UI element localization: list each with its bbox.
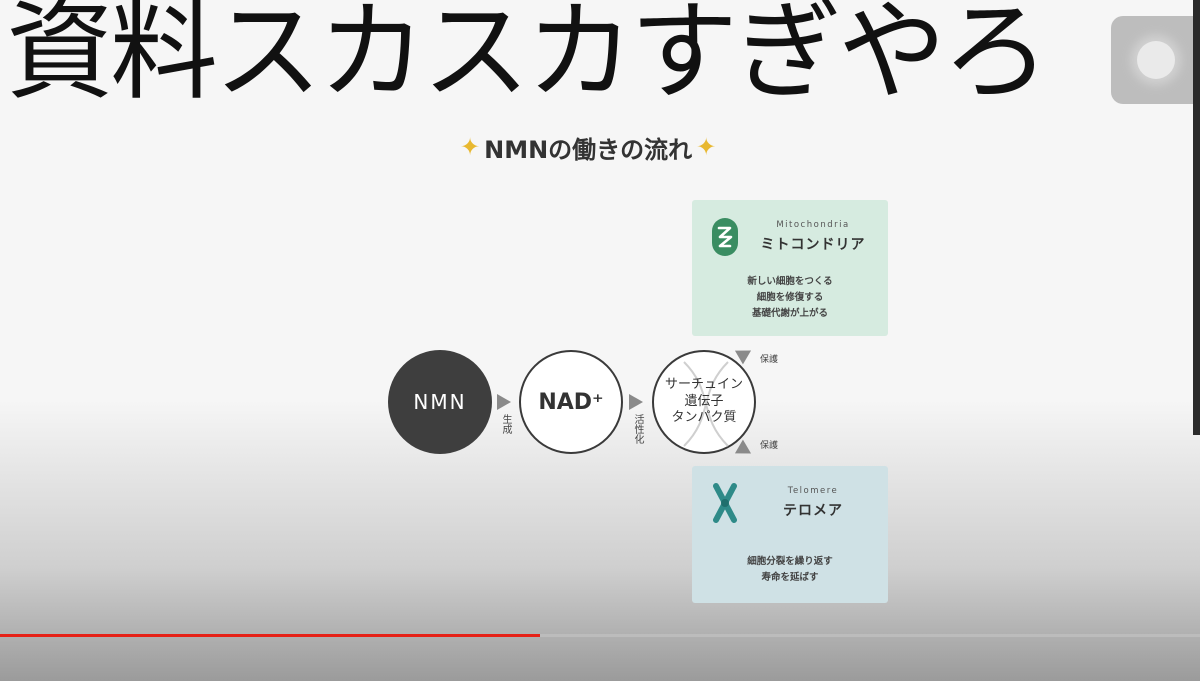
mitochondria-jp: ミトコンドリア: [760, 237, 866, 253]
telomere-description: 細胞分裂を繰り返す 寿命を延ばす: [692, 554, 888, 586]
protect-label-bottom: 保護: [760, 441, 779, 451]
progress-remaining[interactable]: [540, 634, 1200, 637]
slide-title-text: NMNの働きの流れ: [484, 135, 693, 164]
telomere-line: 寿命を延ばす: [761, 572, 819, 584]
edge-bar: [1193, 0, 1200, 435]
video-caption: 資料スカスカすぎやろ: [6, 0, 1050, 115]
progress-played[interactable]: [0, 634, 540, 637]
telomere-card-header: Telomere テロメア: [692, 478, 888, 528]
telomere-en: Telomere: [787, 486, 839, 496]
slide-title: ✦ NMNの働きの流れ ✦: [460, 128, 716, 166]
sirtuin-line-3: タンパク質: [671, 410, 737, 426]
mitochondria-card-header: Mitochondria ミトコンドリア: [692, 212, 888, 262]
mitochondria-icon: [712, 218, 738, 256]
mitochondria-description: 新しい細胞をつくる 細胞を修復する 基礎代謝が上がる: [692, 274, 888, 322]
circle-icon: [1137, 41, 1175, 79]
arrow-right-icon: [629, 394, 643, 410]
sirtuin-circle: サーチュイン 遺伝子 タンパク質: [652, 350, 756, 454]
mitochondria-line: 基礎代謝が上がる: [751, 308, 828, 320]
sparkle-icon: ✦: [696, 133, 717, 161]
mitochondria-card: Mitochondria ミトコンドリア 新しい細胞をつくる 細胞を修復する 基…: [692, 200, 888, 336]
dna-icon: [683, 361, 729, 447]
mitochondria-en: Mitochondria: [776, 220, 850, 230]
sirtuin-line-1: サーチュイン: [664, 376, 743, 392]
generate-label: 生成: [500, 414, 511, 434]
mitochondria-line: 細胞を修復する: [756, 292, 824, 304]
telomere-card: Telomere テロメア 細胞分裂を繰り返す 寿命を延ばす: [692, 466, 888, 603]
sparkle-icon: ✦: [460, 133, 481, 161]
activate-label: 活性化: [632, 414, 643, 444]
sirtuin-line-2: 遺伝子: [684, 393, 724, 409]
arrow-right-icon: [497, 394, 511, 410]
corner-overlay-button[interactable]: [1111, 16, 1200, 104]
chromosome-icon: [713, 483, 737, 523]
nad-circle: NAD⁺: [519, 350, 623, 454]
nad-label: NAD⁺: [538, 389, 604, 415]
nmn-label: NMN: [413, 390, 467, 414]
mitochondria-line: 新しい細胞をつくる: [747, 276, 833, 287]
protect-label-top: 保護: [760, 355, 779, 365]
nmn-circle: NMN: [388, 350, 492, 454]
telomere-jp: テロメア: [783, 503, 843, 519]
telomere-line: 細胞分裂を繰り返す: [747, 556, 833, 567]
